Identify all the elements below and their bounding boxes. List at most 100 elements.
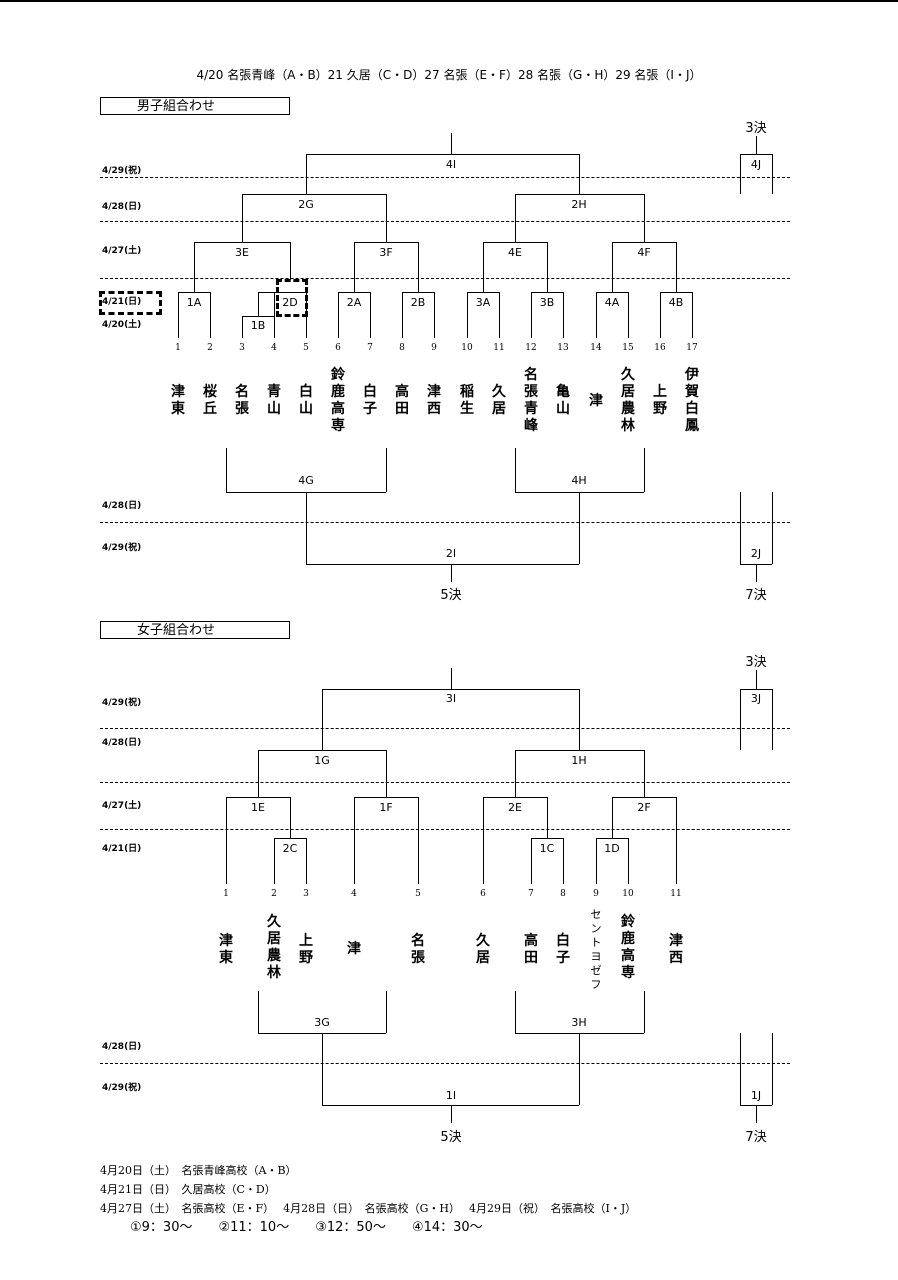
match-4E: 4E <box>508 246 522 259</box>
seed-number: 4 <box>351 889 357 899</box>
seed-number: 9 <box>593 889 599 899</box>
seed-number: 11 <box>670 889 682 899</box>
bracket-line <box>563 838 564 884</box>
bracket-line <box>258 292 306 293</box>
bracket-line <box>178 292 210 293</box>
seed-number: 16 <box>654 343 666 353</box>
match-1B: 1B <box>250 319 266 332</box>
bracket-line <box>515 194 644 195</box>
dash-line <box>100 728 790 729</box>
bracket-line <box>612 797 613 838</box>
team-name: 高田 <box>524 933 538 966</box>
team-name: 亀山 <box>556 384 570 417</box>
team-name: 名張青峰 <box>524 367 538 434</box>
bracket-line <box>418 797 419 884</box>
dash-line <box>100 278 790 279</box>
bracket-line <box>402 292 434 293</box>
bracket-line <box>579 689 580 750</box>
bracket-line <box>290 242 291 280</box>
match-2A: 2A <box>346 296 362 309</box>
bracket-line <box>692 292 693 338</box>
team-name: 桜丘 <box>203 384 217 417</box>
bracket-line <box>306 838 307 884</box>
bracket-line <box>274 838 275 884</box>
bracket-line <box>531 838 532 884</box>
bracket-line <box>579 492 580 564</box>
bracket-line <box>515 750 644 751</box>
third-place-label: 3決 <box>745 121 767 136</box>
highlight-box <box>99 291 162 315</box>
team-name: 久居 <box>492 384 506 417</box>
bracket-line <box>612 242 613 292</box>
bracket-line <box>306 492 307 564</box>
match-4F: 4F <box>637 246 651 259</box>
bracket-line <box>740 689 772 690</box>
boys-title: 男子組合わせ <box>100 97 290 115</box>
bracket-line <box>386 750 387 797</box>
seed-number: 3 <box>303 889 309 899</box>
bracket-line <box>756 670 757 689</box>
seed-number: 6 <box>335 343 341 353</box>
match-2I: 2I <box>445 547 457 560</box>
bracket-line <box>306 154 307 194</box>
bracket-line <box>290 797 291 838</box>
bracket-line <box>740 492 741 564</box>
bracket-line <box>676 242 677 292</box>
bracket-line <box>612 242 676 243</box>
top-rule <box>0 0 898 2</box>
bracket-line <box>483 797 547 798</box>
footer-line: 4月21日（日） 久居高校（C・D） <box>100 1183 276 1196</box>
bracket-line <box>756 136 757 154</box>
team-name: 高田 <box>395 384 409 417</box>
seed-number: 8 <box>560 889 566 899</box>
fifth-place-label: 5決 <box>440 588 462 603</box>
bracket-line <box>644 991 645 1033</box>
bracket-line <box>660 292 661 338</box>
team-name: 名張 <box>235 384 249 417</box>
match-3J: 3J <box>750 692 762 705</box>
team-name: 津東 <box>219 933 233 966</box>
bracket-line <box>579 1033 580 1105</box>
bracket-line <box>194 242 290 243</box>
bracket-line <box>531 292 532 338</box>
match-3I: 3I <box>445 692 457 705</box>
girls-date-0421: 4/21(日) <box>102 844 142 854</box>
match-3G: 3G <box>314 1016 330 1029</box>
match-4J: 4J <box>750 158 762 171</box>
bracket-line <box>274 292 275 338</box>
team-name: 上野 <box>653 384 667 417</box>
match-4H: 4H <box>571 474 587 487</box>
match-2F: 2F <box>637 801 651 814</box>
match-4B: 4B <box>668 296 684 309</box>
bracket-line <box>467 292 468 338</box>
dash-line <box>100 829 790 830</box>
dash-line <box>100 1063 790 1064</box>
bracket-line <box>483 242 484 292</box>
bracket-line <box>226 797 290 798</box>
match-3A: 3A <box>475 296 491 309</box>
seed-number: 10 <box>622 889 634 899</box>
match-2H: 2H <box>571 198 587 211</box>
team-name: 久居農林 <box>267 914 281 981</box>
bracket-line <box>242 316 243 338</box>
seed-number: 2 <box>271 889 277 899</box>
bracket-line <box>210 292 211 338</box>
team-name: 上野 <box>299 933 313 966</box>
team-name: 鈴鹿高専 <box>621 914 635 981</box>
seed-number: 14 <box>590 343 602 353</box>
boys-date-0429: 4/29(祝) <box>102 166 142 176</box>
bracket-line <box>354 242 355 292</box>
bracket-line <box>660 292 692 293</box>
bracket-line <box>483 797 484 884</box>
seed-number: 6 <box>480 889 486 899</box>
seed-number: 8 <box>399 343 405 353</box>
bracket-line <box>322 689 323 750</box>
bracket-line <box>178 292 179 338</box>
bracket-line <box>515 448 516 492</box>
boys-date-0428: 4/28(日) <box>102 202 142 212</box>
bracket-line <box>306 154 579 155</box>
team-name: 名張 <box>411 933 425 966</box>
match-1F: 1F <box>379 801 393 814</box>
seventh-place-label: 7決 <box>745 1130 767 1145</box>
bracket-line <box>499 292 500 338</box>
